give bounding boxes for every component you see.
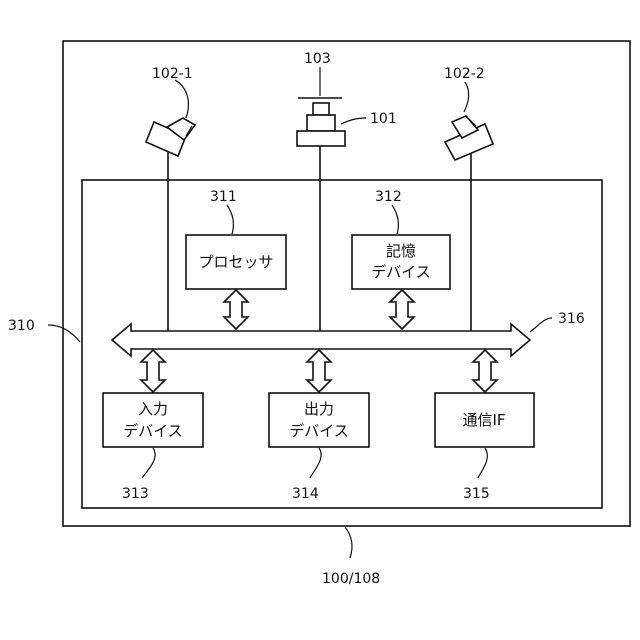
input-bus-arrow (141, 350, 165, 392)
comm-text: 通信IF (462, 411, 505, 429)
leader-102-2 (464, 82, 469, 112)
leader-101 (341, 118, 366, 124)
output-text-line2: デバイス (289, 422, 349, 440)
label-314: 314 (292, 486, 319, 502)
camera-right-icon (445, 116, 493, 160)
processor-bus-arrow (224, 290, 248, 329)
leader-315 (478, 448, 487, 478)
storage-bus-arrow (390, 290, 414, 329)
comm-bus-arrow (473, 350, 497, 392)
input-text-line2: デバイス (123, 422, 183, 440)
device-101-icon (297, 98, 345, 146)
leader-316 (530, 318, 552, 332)
label-316: 316 (558, 311, 585, 327)
leader-102-1 (175, 80, 188, 118)
label-101: 101 (370, 111, 397, 127)
input-text-line1: 入力 (138, 400, 168, 418)
leader-311 (227, 205, 233, 234)
label-102-2: 102-2 (444, 66, 485, 82)
outer-enclosure (63, 41, 630, 526)
leader-312 (392, 205, 398, 234)
camera-left-icon (146, 118, 195, 156)
label-313: 313 (122, 486, 149, 502)
label-100-108: 100/108 (322, 571, 380, 587)
storage-text-line2: デバイス (371, 263, 431, 281)
label-311: 311 (210, 189, 237, 205)
label-310: 310 (8, 318, 35, 334)
leader-313 (142, 448, 155, 478)
storage-text-line1: 記憶 (386, 242, 416, 260)
processor-text: プロセッサ (198, 253, 273, 271)
label-102-1: 102-1 (152, 66, 193, 82)
leader-314 (310, 448, 321, 478)
label-312: 312 (375, 189, 402, 205)
leader-100-108 (345, 527, 352, 558)
label-315: 315 (463, 486, 490, 502)
label-103: 103 (304, 51, 331, 67)
output-text-line1: 出力 (304, 400, 334, 418)
leader-310 (48, 325, 80, 342)
output-bus-arrow (307, 350, 331, 392)
